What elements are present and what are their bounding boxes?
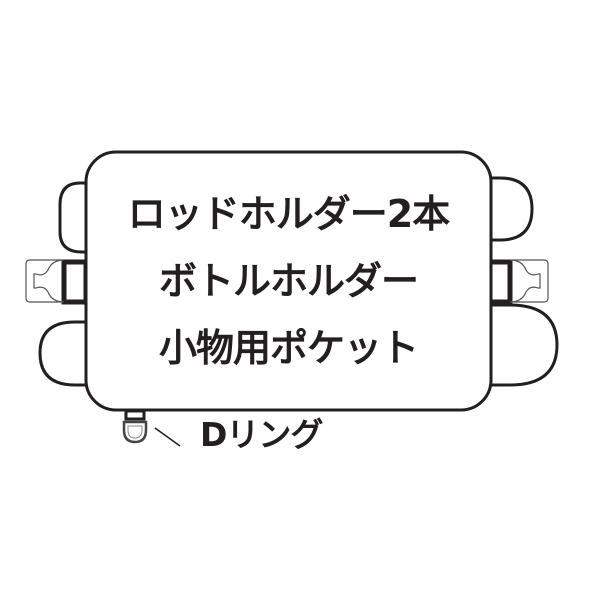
left-top-pocket	[58, 181, 87, 254]
left-buckle-icon	[25, 259, 89, 305]
label-accessory-pocket: 小物用ポケット	[158, 326, 419, 370]
left-bottom-pocket	[38, 320, 87, 387]
bag-main-body	[84, 150, 493, 412]
right-buckle-icon	[487, 259, 549, 305]
right-bottom-pocket	[490, 303, 559, 387]
label-d-ring: Dリング	[200, 415, 323, 454]
right-top-pocket	[490, 176, 534, 242]
label-bottle-holder: ボトルホルダー	[158, 259, 419, 303]
d-ring-leader-line	[154, 427, 181, 447]
d-ring-icon	[122, 409, 148, 444]
label-rod-holders: ロッドホルダー2本	[127, 192, 450, 236]
